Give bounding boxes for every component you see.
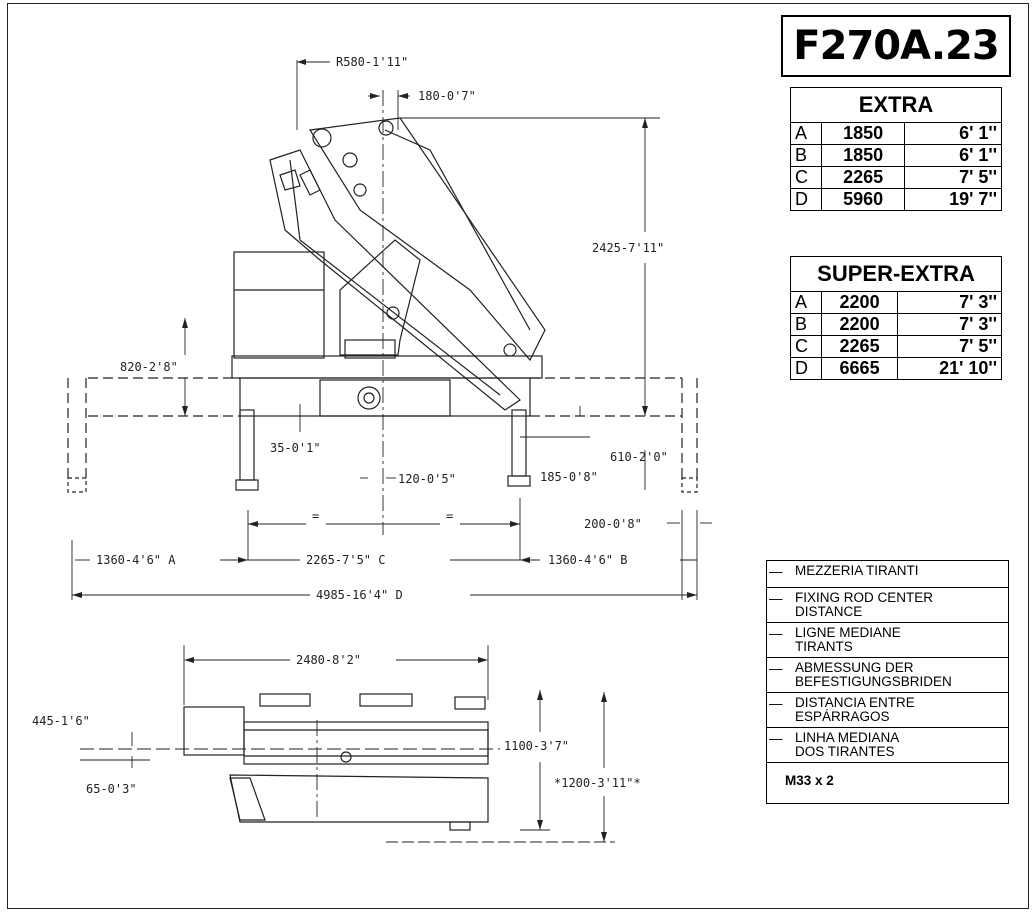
dim-2425: 2425-7'11" xyxy=(592,241,664,255)
base-body xyxy=(239,377,531,417)
extra-table-title: EXTRA xyxy=(790,87,1002,123)
dim-180: 180-0'7" xyxy=(418,89,476,103)
dim-820: 820-2'8" xyxy=(120,360,178,374)
dim-1360-a: 1360-4'6" A xyxy=(96,553,176,567)
dim-2480: 2480-8'2" xyxy=(296,653,361,667)
dim-1360-b: 1360-4'6" B xyxy=(548,553,627,567)
oil-tank xyxy=(233,251,325,359)
column xyxy=(339,239,421,356)
outer-boom xyxy=(269,149,521,411)
legend-item: —ABMESSUNG DER BEFESTIGUNGSBRIDEN xyxy=(767,658,1008,693)
dim-200: 200-0'8" xyxy=(584,517,642,531)
slew-pin xyxy=(357,386,381,410)
dim-120: 120-0'5" xyxy=(398,472,456,486)
right-leg xyxy=(511,409,527,477)
dim-r580: R580-1'11" xyxy=(336,55,408,69)
base-top xyxy=(231,355,543,379)
base-center xyxy=(319,379,451,417)
thread-spec: M33 x 2 xyxy=(785,773,834,788)
dim-4985-d: 4985-16'4" D xyxy=(316,588,403,602)
dim-610: 610-2'0" xyxy=(610,450,668,464)
left-leg xyxy=(239,409,255,481)
left-foot-dashed xyxy=(67,477,87,493)
arrowheads xyxy=(72,59,697,842)
dim-445: 445-1'6" xyxy=(32,714,90,728)
legend-item: —LIGNE MEDIANE TIRANTS xyxy=(767,623,1008,658)
dim-2265-c: 2265-7'5" C xyxy=(306,553,385,567)
dim-35: 35-0'1" xyxy=(270,441,321,455)
dim-1100: 1100-3'7" xyxy=(504,739,569,753)
super-extra-table-title: SUPER-EXTRA xyxy=(790,256,1002,292)
model-title: F270A.23 xyxy=(781,15,1011,77)
plan-view-crane xyxy=(183,693,489,831)
legend-item: —DISTANCIA ENTRE ESPÁRRAGOS xyxy=(767,693,1008,728)
legend-box: —MEZZERIA TIRANTI —FIXING ROD CENTER DIS… xyxy=(766,560,1009,804)
legend-item: —MEZZERIA TIRANTI xyxy=(767,561,1008,588)
dim-equal-left: = xyxy=(312,509,319,523)
drawing-frame xyxy=(7,3,1029,909)
dim-1200: *1200-3'11"* xyxy=(554,776,641,790)
legend-item: —FIXING ROD CENTER DISTANCE xyxy=(767,588,1008,623)
dim-185: 185-0'8" xyxy=(540,470,598,484)
right-foot-dashed xyxy=(681,477,698,493)
dim-equal-right: = xyxy=(446,509,453,523)
dim-65: 65-0'3" xyxy=(86,782,137,796)
outrigger-beam xyxy=(67,377,698,480)
legend-item: —LINHA MEDIANA DOS TIRANTES xyxy=(767,728,1008,763)
side-dimension-lines xyxy=(71,60,712,600)
